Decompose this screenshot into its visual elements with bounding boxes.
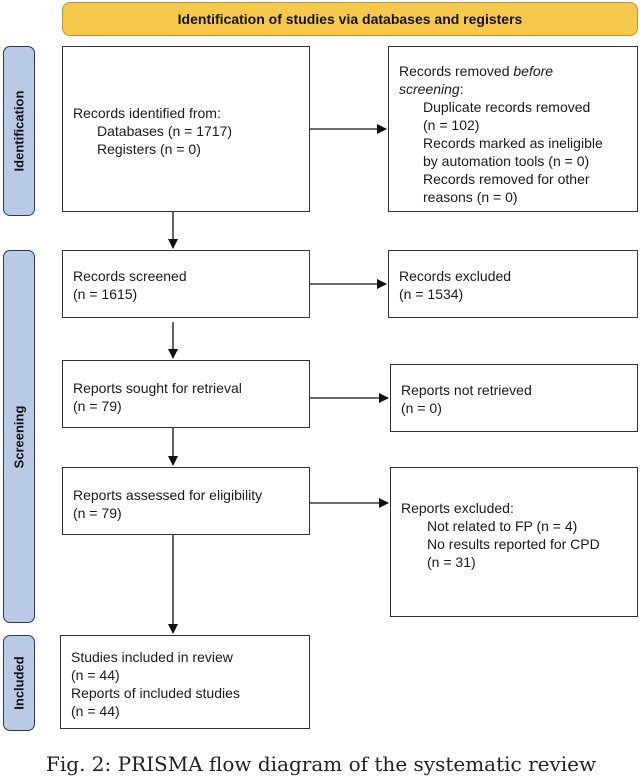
- records-removed-title-cont: screening:: [399, 81, 464, 97]
- reports-included-n: (n = 44): [71, 703, 120, 719]
- exclusion-reason-cpd-n: (n = 31): [427, 554, 476, 570]
- records-removed-title: Records removed before: [399, 63, 554, 79]
- reports-excluded-box: Reports excluded: Not related to FP (n =…: [390, 467, 638, 617]
- duplicates-removed-n: (n = 102): [423, 117, 480, 133]
- records-identified-box: Records identified from: Databases (n = …: [62, 46, 310, 212]
- records-databases: Databases (n = 1717): [97, 123, 233, 139]
- other-reasons-line-1: Records removed for other: [423, 171, 590, 187]
- figure-caption: Fig. 2: PRISMA flow diagram of the syste…: [46, 752, 597, 776]
- reports-included: Reports of included studies: [71, 685, 240, 701]
- studies-included-n: (n = 44): [71, 667, 120, 683]
- records-excluded-n: (n = 1534): [399, 286, 464, 302]
- exclusion-reason-fp: Not related to FP (n = 4): [427, 518, 578, 534]
- phase-screening: Screening: [3, 250, 35, 623]
- included-studies-box: Studies included in review (n = 44) Repo…: [60, 635, 310, 729]
- records-screened-n: (n = 1615): [73, 286, 138, 302]
- records-screened-title: Records screened: [73, 268, 187, 284]
- phase-identification: Identification: [3, 46, 35, 216]
- reports-sought-title: Reports sought for retrieval: [73, 380, 242, 396]
- exclusion-reason-cpd: No results reported for CPD: [427, 536, 600, 552]
- records-removed-box: Records removed before screening: Duplic…: [388, 46, 638, 212]
- other-reasons-line-2: reasons (n = 0): [423, 189, 518, 205]
- header-title: Identification of studies via databases …: [177, 11, 523, 27]
- reports-not-retrieved-n: (n = 0): [401, 400, 442, 416]
- reports-sought-n: (n = 79): [73, 398, 122, 414]
- records-registers: Registers (n = 0): [97, 141, 201, 157]
- reports-assessed-title: Reports assessed for eligibility: [73, 487, 263, 503]
- reports-excluded-title: Reports excluded:: [401, 500, 514, 516]
- records-excluded-title: Records excluded: [399, 268, 512, 284]
- ineligible-line-2: by automation tools (n = 0): [423, 153, 590, 169]
- studies-included: Studies included in review: [71, 649, 233, 665]
- reports-not-retrieved-box: Reports not retrieved (n = 0): [390, 364, 638, 432]
- duplicates-removed: Duplicate records removed: [423, 99, 591, 115]
- records-identified-title: Records identified from:: [73, 105, 221, 121]
- reports-not-retrieved-title: Reports not retrieved: [401, 382, 532, 398]
- phase-included: Included: [3, 635, 35, 731]
- ineligible-line-1: Records marked as ineligible: [423, 135, 603, 151]
- records-screened-box: Records screened (n = 1615): [62, 250, 310, 318]
- reports-assessed-n: (n = 79): [73, 505, 122, 521]
- reports-assessed-box: Reports assessed for eligibility (n = 79…: [62, 467, 310, 535]
- flow-header: Identification of studies via databases …: [62, 2, 638, 36]
- records-excluded-box: Records excluded (n = 1534): [388, 250, 638, 318]
- reports-sought-box: Reports sought for retrieval (n = 79): [62, 360, 310, 428]
